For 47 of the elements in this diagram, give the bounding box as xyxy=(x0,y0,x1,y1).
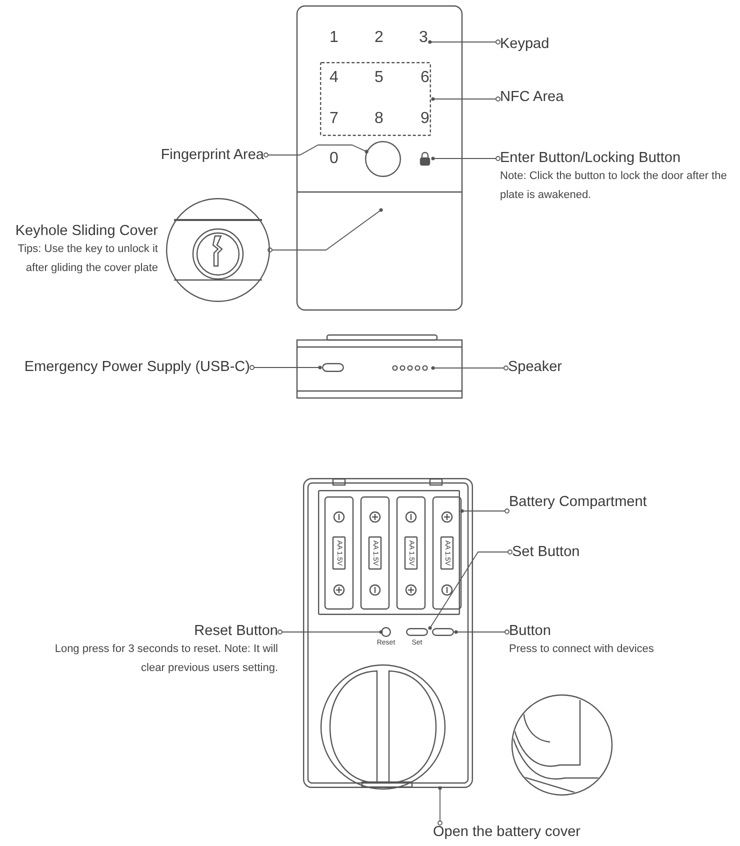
leader-line xyxy=(264,144,368,158)
padlock-icon xyxy=(419,151,431,166)
leader-line xyxy=(460,508,510,514)
callout-note: Press to connect with devices xyxy=(509,642,654,657)
port-outline xyxy=(322,363,344,372)
button-outline xyxy=(406,628,428,636)
callout-note: Tips: Use the key to unlock it after gliding the cover plate xyxy=(16,242,158,276)
callout-label: Emergency Power Supply (USB-C) xyxy=(24,358,250,376)
keypad-digit: 0 xyxy=(330,151,338,167)
keypad-digit: 9 xyxy=(420,111,430,127)
keypad-digit: 2 xyxy=(374,30,384,46)
callout-note: Long press for 3 seconds to reset. Note: It will clear previous users setting. xyxy=(54,642,278,676)
callout-note: Note: Click the button to lock the door after the plate is awakened. xyxy=(500,169,728,203)
leader-line xyxy=(438,786,442,826)
leader-line xyxy=(268,208,383,252)
keypad-digit: 1 xyxy=(330,30,338,46)
button-outline xyxy=(432,628,454,636)
keypad-digit: 3 xyxy=(419,29,428,47)
leader-line xyxy=(250,365,322,370)
keyhole-magnifier-drawing xyxy=(166,198,270,302)
callout-label: Open the battery cover xyxy=(433,823,580,841)
callout-label: Battery Compartment xyxy=(509,493,647,511)
nfc-area-outline xyxy=(320,62,431,136)
leader-line xyxy=(278,630,383,634)
leader-line xyxy=(431,156,500,161)
callout-label: NFC Area xyxy=(500,88,564,106)
leader-line xyxy=(431,366,508,370)
callout-label: Set Button xyxy=(512,543,580,561)
fingerprint-sensor xyxy=(365,141,401,177)
callout-label: Reset Button xyxy=(194,622,278,640)
keypad-digit: 8 xyxy=(374,111,384,127)
leader-line xyxy=(454,630,510,634)
callout-label: Speaker xyxy=(508,358,562,376)
callout-label: Enter Button/Locking Button xyxy=(500,149,681,167)
keypad-digit: 4 xyxy=(330,70,338,86)
callout-label: Fingerprint Area xyxy=(160,146,264,164)
leader-line xyxy=(431,96,500,102)
keypad-digit: 6 xyxy=(420,70,430,86)
keypad-digit: 7 xyxy=(330,111,338,127)
callout-label: Keyhole Sliding Cover xyxy=(15,222,158,240)
reset-button-icon xyxy=(381,627,391,637)
battery-tray xyxy=(318,490,460,615)
leader-line xyxy=(428,550,512,630)
leader-line xyxy=(428,40,500,44)
callout-label: Keypad xyxy=(500,35,550,53)
callout-label: Button xyxy=(509,622,551,640)
keypad-digit: 5 xyxy=(374,70,384,86)
